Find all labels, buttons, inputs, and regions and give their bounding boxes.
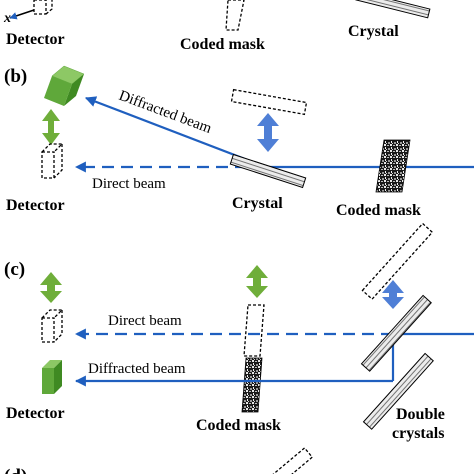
top-detector-outline [33,0,53,15]
panel-b-detector-outline [41,143,64,179]
panel-b: (b) Detector Crystal [4,65,474,219]
panel-c-crystal-upper [360,294,432,372]
panel-c-green-detector [42,360,62,394]
top-strip: x Detector Coded mask Crystal [3,0,431,53]
panel-b-diffracted-beam-label: Diffracted beam [117,88,214,137]
panel-c-double-crystals-label-1: Double [396,406,445,423]
top-coded-mask-label: Coded mask [180,36,265,53]
panel-b-detector-label: Detector [6,197,65,214]
top-mask-outline [225,0,245,31]
panel-b-crystal-outline [230,88,308,116]
panel-b-crystal-label: Crystal [232,195,283,212]
panel-b-coded-mask [375,139,411,193]
panel-c-green-double-arrow-mask [246,265,268,298]
panel-b-green-detector [44,65,85,106]
panel-d: (d) [4,447,314,474]
panel-c-mask-outline [243,304,265,357]
panel-c-crystal-lower [362,352,434,430]
panel-c-detector-outline [41,309,64,343]
panel-c-coded-mask-label: Coded mask [196,417,281,434]
axis-arrow [9,9,35,20]
panel-c-direct-beam-label: Direct beam [108,313,182,329]
top-crystal [355,0,431,19]
panel-b-tag: (b) [4,66,27,87]
panel-b-green-double-arrow [42,109,60,145]
panel-b-coded-mask-label: Coded mask [336,202,421,219]
panel-d-tag: (d) [4,466,27,474]
panel-c-coded-mask [241,357,263,413]
panel-d-crystal-outline [266,447,314,474]
panel-c-double-crystals-label-2: crystals [392,425,444,442]
panel-c-blue-double-arrow [382,280,404,309]
top-crystal-label: Crystal [348,23,399,40]
axis-x-label: x [3,11,11,26]
panel-c-green-double-arrow-left [40,272,62,303]
panel-b-crystal [229,153,307,189]
panel-c-tag: (c) [4,259,25,280]
panel-c-detector-label: Detector [6,405,65,422]
panel-c-diffracted-beam-label: Diffracted beam [88,361,186,377]
panel-c: (c) Detector Coded mask [4,222,474,442]
panel-c-crystal-outline [361,222,434,301]
top-detector-label: Detector [6,31,65,48]
panel-b-direct-beam-label: Direct beam [92,176,166,192]
panel-b-blue-double-arrow [257,113,279,152]
